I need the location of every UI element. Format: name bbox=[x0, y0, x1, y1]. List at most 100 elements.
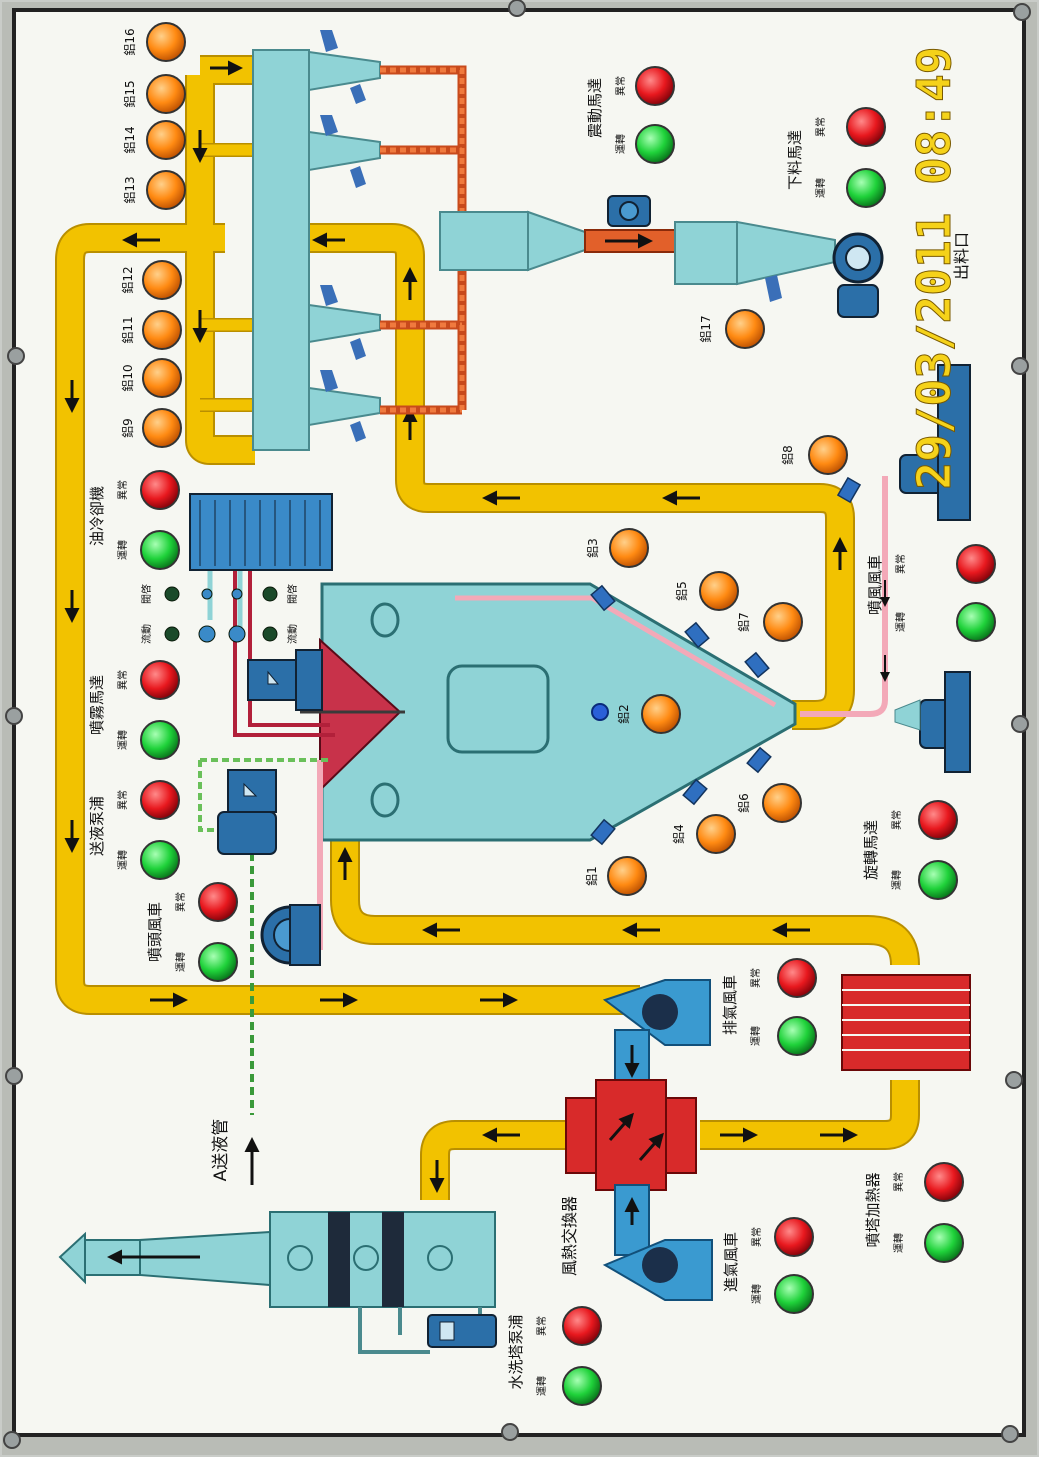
valve-closed-label-a: 閥啓 bbox=[140, 584, 153, 604]
sensor-2-label: 鋁2 bbox=[617, 704, 631, 724]
sensor-15-label: 鋁15 bbox=[123, 80, 137, 107]
valve-closed-label-b: 閥啓 bbox=[286, 584, 299, 604]
machine-2-fault-label: 異常 bbox=[814, 117, 827, 137]
machine-4-name: 噴霧馬達 bbox=[88, 675, 106, 735]
sensor-6-label: 鋁6 bbox=[737, 793, 751, 813]
sensor-17-label: 鋁17 bbox=[699, 315, 713, 342]
heater-coil bbox=[841, 974, 971, 1071]
machine-10-fault-label: 異常 bbox=[750, 1227, 763, 1247]
machine-12-run-label: 運轉 bbox=[535, 1376, 548, 1396]
machine-8-run-lamp bbox=[918, 860, 958, 900]
sensor-13-label: 鋁13 bbox=[123, 176, 137, 203]
machine-8-fault-lamp bbox=[918, 800, 958, 840]
machine-9-fault-label: 異常 bbox=[749, 968, 762, 988]
machine-11-fault-label: 異常 bbox=[892, 1172, 905, 1192]
spray-air-fan-icon bbox=[800, 364, 971, 773]
machine-1-run-label: 運轉 bbox=[614, 134, 627, 154]
machine-9-run-label: 運轉 bbox=[749, 1026, 762, 1046]
sensor-4-lamp bbox=[696, 814, 736, 854]
heat-exchanger-label: 風熱交換器 bbox=[560, 1196, 579, 1276]
outlet-label: 出料口 bbox=[952, 232, 971, 280]
machine-4-run-label: 運轉 bbox=[116, 730, 129, 750]
machine-1-fault-label: 異常 bbox=[614, 76, 627, 96]
sensor-9-label: 鋁9 bbox=[121, 418, 135, 438]
sensor-10-lamp bbox=[142, 358, 182, 398]
sensor-17-lamp bbox=[725, 309, 765, 349]
machine-3-name: 油冷卻機 bbox=[88, 486, 106, 546]
machine-7-fault-lamp bbox=[956, 544, 996, 584]
sensor-13-lamp bbox=[146, 170, 186, 210]
product-cyclone bbox=[439, 195, 884, 318]
vibration-motor-icon bbox=[607, 195, 651, 227]
panel-screws bbox=[3, 0, 1031, 1449]
machine-5-fault-label: 異常 bbox=[116, 790, 129, 810]
machine-3-fault-lamp bbox=[140, 470, 180, 510]
machine-3-run-lamp bbox=[140, 530, 180, 570]
sensor-4-label: 鋁4 bbox=[672, 824, 686, 844]
feed-pump-icon bbox=[217, 769, 277, 855]
machine-2-run-lamp bbox=[846, 168, 886, 208]
sensor-16-label: 鋁16 bbox=[123, 28, 137, 55]
machine-5-fault-lamp bbox=[140, 780, 180, 820]
sensor-8-label: 鋁8 bbox=[781, 445, 795, 465]
machine-5-name: 送液泵浦 bbox=[88, 796, 106, 856]
machine-4-fault-label: 異常 bbox=[116, 670, 129, 690]
sensor-8-lamp bbox=[808, 435, 848, 475]
machine-8-name: 旋轉馬達 bbox=[862, 820, 880, 880]
sensor-14-lamp bbox=[146, 120, 186, 160]
wet-scrubber bbox=[58, 1211, 496, 1354]
machine-10-name: 進氣風車 bbox=[722, 1232, 740, 1292]
valve-flow-label-a: 流動 bbox=[140, 624, 153, 644]
machine-6-fault-lamp bbox=[198, 882, 238, 922]
sensor-2-lamp bbox=[641, 694, 681, 734]
sensor-12-label: 鋁12 bbox=[121, 266, 135, 293]
machine-2-run-label: 運轉 bbox=[814, 178, 827, 198]
machine-11-fault-lamp bbox=[924, 1162, 964, 1202]
flow-arrows bbox=[64, 60, 858, 1193]
oil-cooler-icon bbox=[189, 493, 333, 571]
machine-2-name: 下料馬達 bbox=[786, 130, 804, 190]
machine-2-fault-lamp bbox=[846, 107, 886, 147]
sensor-3-lamp bbox=[609, 528, 649, 568]
timestamp-overlay: 29/03/2011 08:49 bbox=[907, 46, 961, 489]
machine-10-run-label: 運轉 bbox=[750, 1284, 763, 1304]
machine-11-run-label: 運轉 bbox=[892, 1233, 905, 1253]
valve-flow-label-b: 流動 bbox=[286, 624, 299, 644]
sensor-14-label: 鋁14 bbox=[123, 126, 137, 153]
sensor-9-lamp bbox=[142, 408, 182, 448]
sensor-11-lamp bbox=[142, 310, 182, 350]
machine-5-run-label: 運轉 bbox=[116, 850, 129, 870]
machine-1-name: 震動馬達 bbox=[586, 78, 604, 138]
machine-5-run-lamp bbox=[140, 840, 180, 880]
machine-11-run-lamp bbox=[924, 1223, 964, 1263]
machine-8-fault-label: 異常 bbox=[890, 810, 903, 830]
machine-7-run-lamp bbox=[956, 602, 996, 642]
machine-8-run-label: 運轉 bbox=[890, 870, 903, 890]
machine-1-fault-lamp bbox=[635, 66, 675, 106]
machine-7-fault-label: 異常 bbox=[894, 554, 907, 574]
machine-6-run-lamp bbox=[198, 942, 238, 982]
sensor-1-lamp bbox=[607, 856, 647, 896]
machine-7-run-label: 運轉 bbox=[894, 612, 907, 632]
sensor-11-label: 鋁11 bbox=[121, 316, 135, 343]
machine-12-run-lamp bbox=[562, 1366, 602, 1406]
sensor-2-dot bbox=[591, 703, 609, 721]
sensor-15-lamp bbox=[146, 74, 186, 114]
machine-6-name: 噴頭風車 bbox=[146, 902, 164, 962]
sensor-3-label: 鋁3 bbox=[586, 538, 600, 558]
cyclone-bank bbox=[252, 30, 467, 451]
machine-12-name: 水洗塔泵浦 bbox=[507, 1314, 525, 1389]
machine-9-name: 排氣風車 bbox=[721, 975, 739, 1035]
sensor-16-lamp bbox=[146, 22, 186, 62]
intake-fan-icon bbox=[602, 1184, 713, 1301]
nozzle-fan-icon bbox=[260, 904, 321, 966]
spray-motor-icon bbox=[247, 649, 323, 711]
machine-4-run-lamp bbox=[140, 720, 180, 760]
sensor-7-lamp bbox=[763, 602, 803, 642]
discharge-motor-icon bbox=[832, 232, 884, 318]
sensor-5-lamp bbox=[699, 571, 739, 611]
machine-9-fault-lamp bbox=[777, 958, 817, 998]
machine-11-name: 噴塔加熱器 bbox=[864, 1172, 882, 1247]
machine-12-fault-lamp bbox=[562, 1306, 602, 1346]
machine-3-run-label: 運轉 bbox=[116, 540, 129, 560]
